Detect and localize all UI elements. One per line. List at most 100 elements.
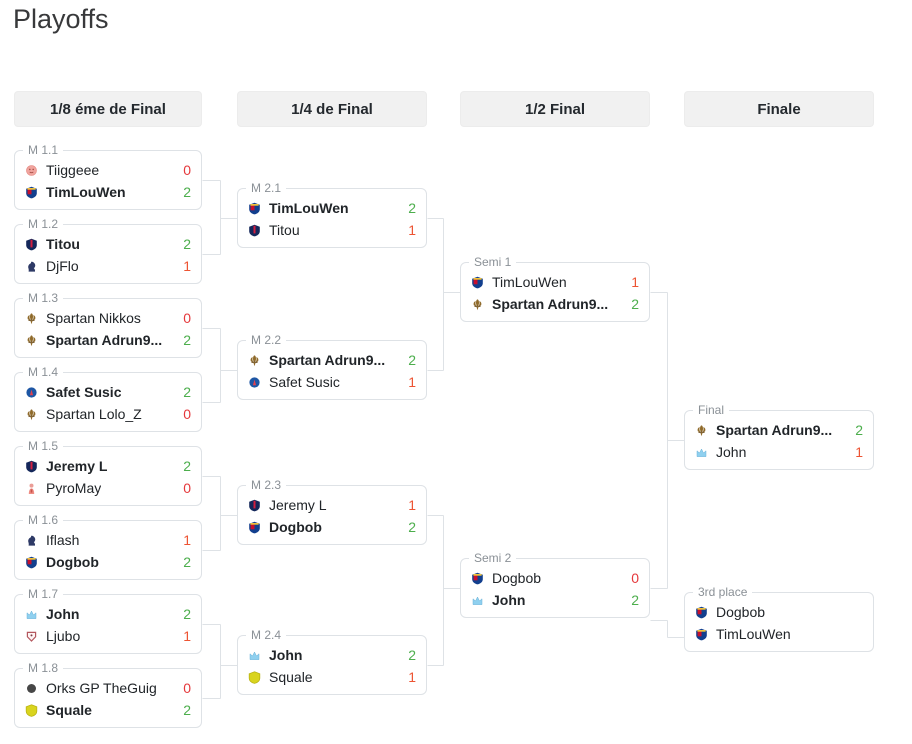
participant-name: TimLouWen (269, 200, 349, 216)
participant-score: 1 (183, 532, 191, 548)
participant-score: 0 (183, 680, 191, 696)
match-label: M 1.2 (23, 217, 64, 232)
participant-name: Dogbob (716, 604, 766, 620)
dark-dot-team-crest-icon (25, 682, 38, 695)
participant-row: TimLouWen (695, 623, 863, 645)
participant-name: Titou (46, 236, 80, 252)
participant-name: TimLouWen (492, 274, 567, 290)
knight-team-crest-icon (25, 260, 38, 273)
participant-name: Jeremy L (269, 497, 327, 513)
match-label: M 1.8 (23, 661, 64, 676)
participant-score: 0 (631, 570, 639, 586)
match-label: Final (693, 403, 730, 418)
match-label: M 1.1 (23, 143, 64, 158)
barca-team-crest-icon (695, 628, 708, 641)
participant-score: 2 (183, 554, 191, 570)
participant-name: John (269, 647, 303, 663)
participant-name: Dogbob (492, 570, 542, 586)
match-label: M 2.4 (246, 628, 287, 643)
participant-row: Iflash 1 (25, 529, 191, 551)
participant-name: Spartan Adrun9... (269, 352, 386, 368)
match-label: M 1.6 (23, 513, 64, 528)
participant-score: 1 (408, 669, 416, 685)
match-label: M 2.1 (246, 181, 287, 196)
sky-team-crest-icon (25, 608, 38, 621)
round-header-eighth-final: 1/8 éme de Final (14, 91, 202, 127)
spartan-team-crest-icon (25, 408, 38, 421)
participant-name: Dogbob (269, 519, 322, 535)
match-label: 3rd place (693, 585, 753, 600)
participant-row: Dogbob (695, 601, 863, 623)
sky-team-crest-icon (471, 594, 484, 607)
knight-team-crest-icon (25, 534, 38, 547)
participant-name: Safet Susic (46, 384, 122, 400)
participant-name: Safet Susic (269, 374, 340, 390)
participant-row: Dogbob 2 (248, 516, 416, 538)
participant-name: DjFlo (46, 258, 79, 274)
participant-name: Ljubo (46, 628, 81, 644)
participant-row: Spartan Lolo_Z 0 (25, 403, 191, 425)
match-label: M 1.3 (23, 291, 64, 306)
participant-name: TimLouWen (716, 626, 791, 642)
match-label: M 1.4 (23, 365, 64, 380)
participant-name: Iflash (46, 532, 80, 548)
participant-score: 1 (408, 374, 416, 390)
participant-row: Ljubo 1 (25, 625, 191, 647)
participant-name: John (46, 606, 80, 622)
round-header-quarter-final: 1/4 de Final (237, 91, 427, 127)
participant-score: 2 (183, 184, 191, 200)
participant-name: John (492, 592, 526, 608)
participant-row: Spartan Adrun9...2 (25, 329, 191, 351)
pyro-team-crest-icon (25, 482, 38, 495)
participant-name: Titou (269, 222, 300, 238)
match-label: M 2.2 (246, 333, 287, 348)
spartan-team-crest-icon (25, 312, 38, 325)
barca-team-crest-icon (695, 606, 708, 619)
participant-score: 1 (408, 222, 416, 238)
match-label: M 1.5 (23, 439, 64, 454)
participant-row: Jeremy L 1 (248, 494, 416, 516)
participant-name: Spartan Adrun9... (492, 296, 609, 312)
participant-score: 1 (183, 628, 191, 644)
participant-score: 0 (183, 480, 191, 496)
participant-score: 2 (408, 519, 416, 535)
participant-row: Spartan Adrun9... 2 (471, 293, 639, 315)
match-label: M 1.7 (23, 587, 64, 602)
participant-name: Tiiggeee (46, 162, 100, 178)
participant-score: 0 (183, 406, 191, 422)
pentagon-team-crest-icon (25, 630, 38, 643)
yellow-shield-team-crest-icon (25, 703, 38, 717)
participant-name: Spartan Lolo_Z (46, 406, 142, 422)
participant-score: 1 (408, 497, 416, 513)
participant-score: 2 (631, 296, 639, 312)
spartan-team-crest-icon (25, 334, 38, 347)
